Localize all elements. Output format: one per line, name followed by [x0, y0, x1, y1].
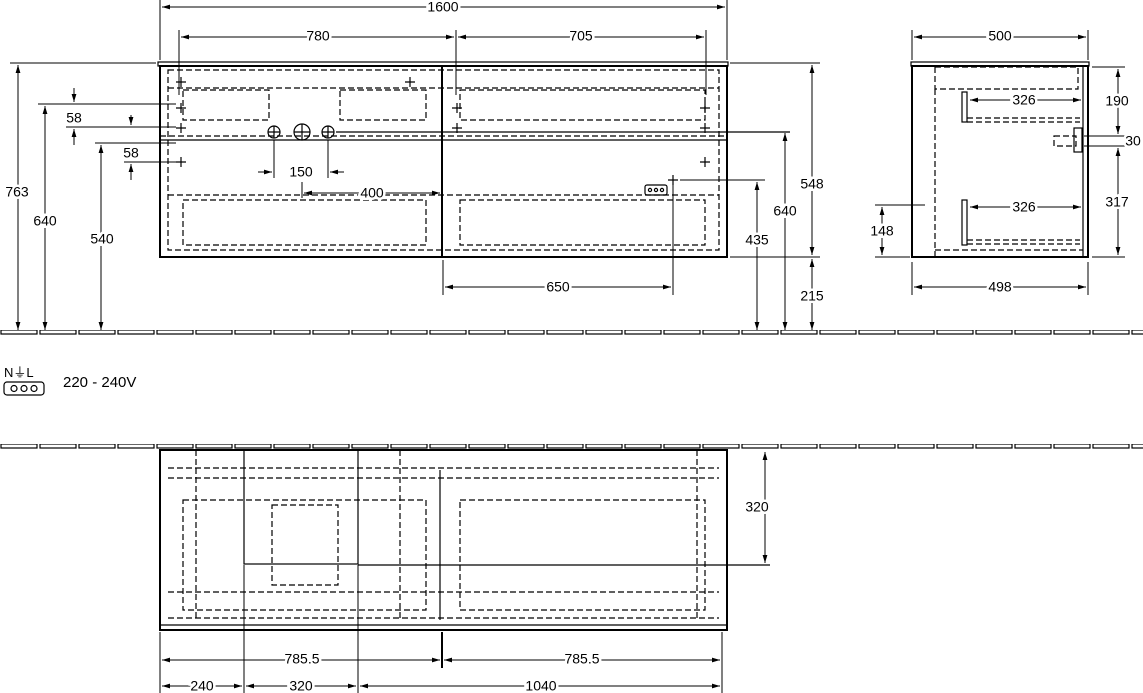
dim-socket-offset: 650: [546, 279, 570, 295]
dim-offset-58-bottom: 58: [123, 145, 139, 161]
front-view: 1600 780 705 763 640 540 58 58 150 400 6…: [0, 0, 1143, 336]
dim-height-640-right: 640: [773, 203, 797, 219]
electrical-legend: N⏚L 220 - 240V: [3, 365, 136, 396]
dim-drawer-upper: 326: [1012, 92, 1036, 108]
socket-icon: [644, 184, 668, 196]
dim-height-640-left: 640: [33, 213, 57, 229]
dim-pipe-spacing: 150: [289, 164, 313, 180]
plan-view: 320 785.5 785.5 240 320 1040: [0, 444, 1143, 693]
dim-depth-top: 500: [988, 28, 1012, 44]
dim-seg-240: 240: [190, 678, 214, 693]
dim-right-half: 705: [569, 28, 593, 44]
washbasin-siphon-area: [243, 449, 359, 565]
dim-depth-bottom: 498: [988, 279, 1012, 295]
socket-icon: [3, 381, 45, 396]
pipe-connections: [267, 123, 790, 141]
dim-total-height: 763: [5, 184, 29, 200]
dim-plan-depth: 320: [745, 499, 769, 515]
voltage-label: 220 - 240V: [63, 374, 136, 391]
dim-upper-height: 190: [1105, 93, 1129, 109]
dim-lower-height: 317: [1105, 194, 1129, 210]
socket-symbol-label: N⏚L: [4, 365, 34, 380]
dim-height-540: 540: [90, 231, 114, 247]
mounting-marks: [176, 77, 710, 185]
dim-left-half: 780: [306, 28, 330, 44]
dim-plinth: 148: [870, 223, 894, 239]
floor-line: [0, 330, 1143, 336]
dim-offset-58-top: 58: [66, 110, 82, 126]
cabinet-outline: [159, 65, 728, 258]
dim-cabinet-height: 548: [800, 176, 824, 192]
dim-plan-left-half: 785.5: [284, 651, 319, 667]
dim-floor-clearance: 215: [800, 288, 824, 304]
dim-drawer-lower: 326: [1012, 199, 1036, 215]
dim-pipe-offset: 400: [360, 185, 384, 201]
dim-socket-height: 435: [745, 232, 769, 248]
dim-gap: 30: [1125, 133, 1141, 149]
dim-seg-1040: 1040: [525, 678, 556, 693]
dim-overall-width: 1600: [427, 0, 458, 15]
side-view: 500 498 326 326 190 30 317 148: [868, 25, 1143, 297]
dim-plan-right-half: 785.5: [564, 651, 599, 667]
dim-seg-320: 320: [289, 678, 313, 693]
